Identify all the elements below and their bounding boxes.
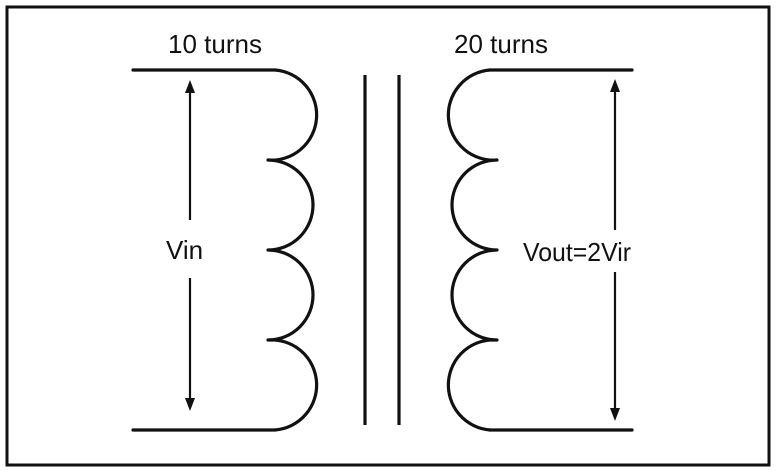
output-label-background — [520, 234, 632, 268]
output-voltage-arrow — [610, 79, 620, 421]
primary-winding — [131, 68, 319, 432]
output-arrow-head-up — [610, 79, 620, 92]
diagram-frame — [5, 5, 771, 467]
secondary-turns-label: 20 turns — [454, 29, 548, 59]
output-voltage-label: Vout=2Vir — [523, 237, 631, 267]
input-voltage-label: Vin — [166, 235, 203, 265]
input-arrow-head-down — [185, 398, 195, 411]
transformer-core — [363, 75, 401, 425]
output-arrow-head-down — [610, 408, 620, 421]
input-arrow-head-up — [185, 80, 195, 93]
primary-turns-label: 10 turns — [168, 29, 262, 59]
secondary-coil — [446, 68, 499, 432]
input-voltage-arrow — [185, 80, 195, 411]
secondary-winding — [446, 68, 634, 432]
primary-coil — [266, 68, 319, 432]
